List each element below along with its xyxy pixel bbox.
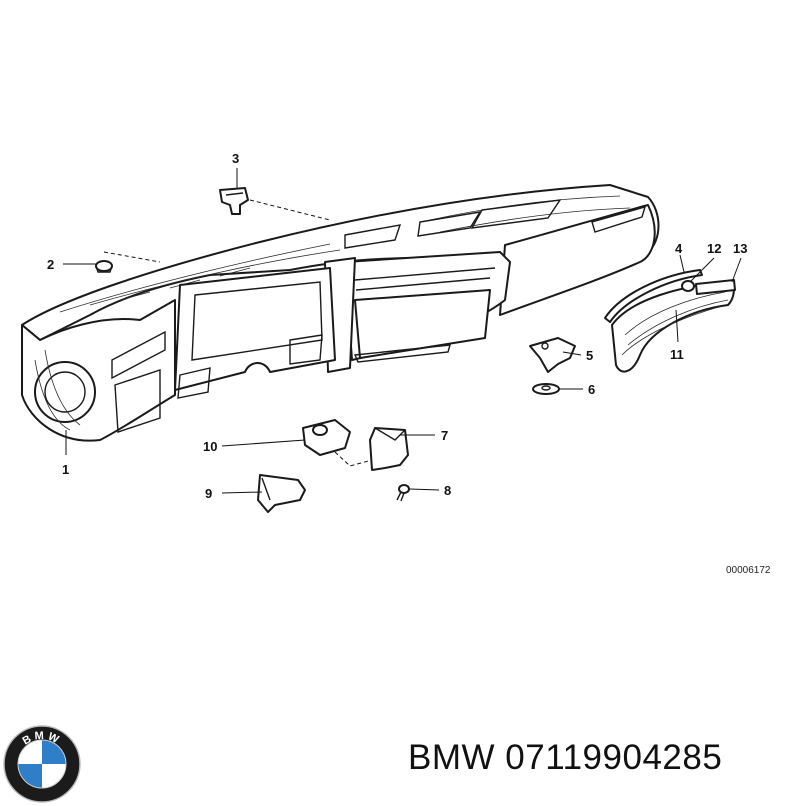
callout-9: 9 <box>205 486 212 501</box>
part-10-bracket <box>302 419 351 456</box>
leader-lines <box>63 168 742 494</box>
part-6-washer <box>532 383 560 395</box>
callout-8: 8 <box>444 483 451 498</box>
callout-4: 4 <box>675 241 683 256</box>
part-8-screw <box>396 484 410 502</box>
part-3-clip <box>219 187 249 215</box>
part-5-bracket <box>529 337 576 373</box>
dashboard-body <box>21 184 660 442</box>
part-caption: BMW 07119904285 <box>408 738 722 778</box>
part-4-trim-strip <box>604 269 703 323</box>
part-13-cap <box>695 279 736 295</box>
part-7-bracket <box>369 427 409 471</box>
callout-5: 5 <box>586 348 593 363</box>
part-2-clip <box>95 260 113 273</box>
callout-labels: 1 2 3 4 5 6 7 8 9 10 11 12 13 <box>47 151 747 501</box>
callout-2: 2 <box>47 257 54 272</box>
part-12-grommet <box>681 280 695 292</box>
bmw-logo: BMW <box>3 725 81 803</box>
callout-10: 10 <box>203 439 217 454</box>
part-11-trim-panel <box>611 281 735 373</box>
callout-7: 7 <box>441 428 448 443</box>
drawing-number: 00006172 <box>726 565 771 576</box>
callout-3: 3 <box>232 151 239 166</box>
callout-13: 13 <box>733 241 747 256</box>
callout-12: 12 <box>707 241 721 256</box>
callout-6: 6 <box>588 382 595 397</box>
callout-1: 1 <box>62 462 69 477</box>
callout-11: 11 <box>670 347 684 362</box>
svg-text:BMW: BMW <box>21 730 64 748</box>
part-9-bracket <box>257 474 306 513</box>
caption-part-number: 07119904285 <box>505 738 723 777</box>
caption-brand: BMW <box>408 738 496 777</box>
